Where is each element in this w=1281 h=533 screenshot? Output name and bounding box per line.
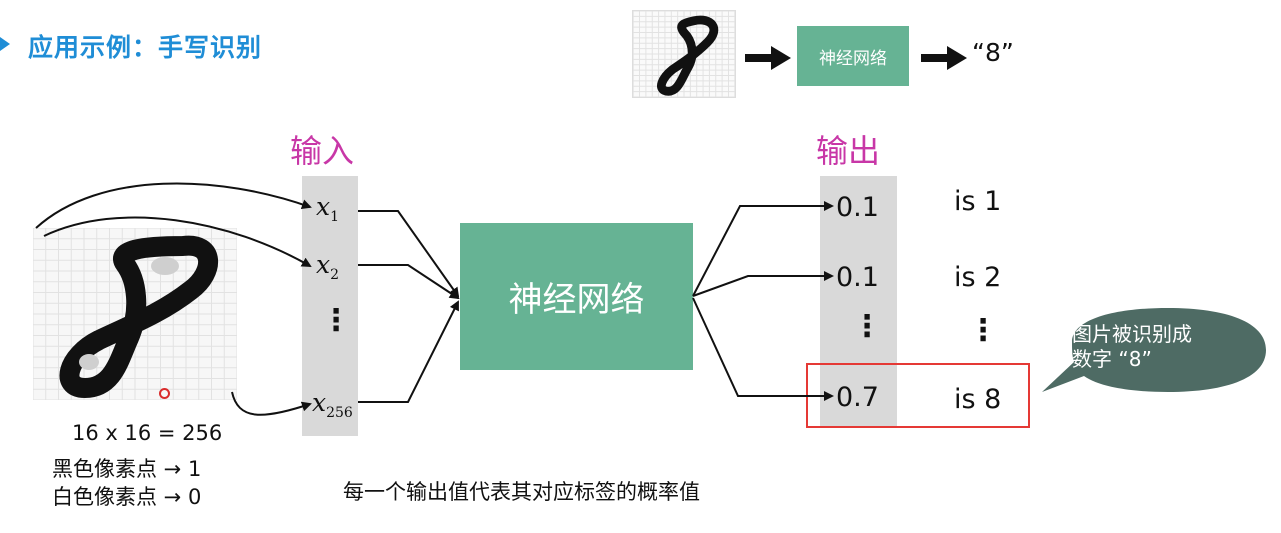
title-marker-icon (0, 37, 10, 51)
output-label-8: is 8 (954, 384, 1002, 415)
callout-text: 图片被识别成 数字 “8” (1072, 322, 1252, 372)
output-prob-8: 0.7 (836, 382, 879, 413)
output-label-1: is 1 (954, 186, 1002, 217)
input-variable-x1: x1 (316, 192, 340, 225)
white-pixel-rule: 白色像素点 → 0 (52, 485, 202, 509)
callout-line-1: 图片被识别成 (1072, 322, 1192, 346)
small-digit-image (632, 10, 736, 98)
arrow-right-icon (921, 46, 967, 70)
arrow-right-icon (745, 46, 791, 70)
input-variable-x2: x2 (316, 250, 340, 283)
small-neural-network-box: 神经网络 (797, 26, 909, 86)
input-heading: 输入 (290, 132, 355, 170)
input-ellipsis: ⋮ (321, 303, 351, 338)
output-prob-2: 0.1 (836, 262, 879, 293)
output-prob-ellipsis: ⋮ (852, 309, 882, 344)
output-heading: 输出 (816, 132, 881, 170)
output-label-ellipsis: ⋮ (968, 313, 998, 348)
highlight-box (806, 363, 1030, 428)
cursor-marker-icon (159, 388, 170, 399)
black-pixel-rule: 黑色像素点 → 1 (52, 457, 202, 481)
input-variable-x256: x256 (312, 388, 353, 421)
callout-line-2: 数字 “8” (1072, 347, 1152, 371)
neural-network-box: 神经网络 (460, 223, 693, 370)
output-note: 每一个输出值代表其对应标签的概率值 (343, 480, 700, 504)
output-vector-bar (820, 176, 897, 428)
output-label-2: is 2 (954, 262, 1002, 293)
top-output-label: “8” (972, 38, 1014, 67)
output-prob-1: 0.1 (836, 192, 879, 223)
input-vector-bar (302, 176, 358, 436)
pixel-count-text: 16 x 16 = 256 (72, 421, 223, 445)
callout-bubble (1042, 308, 1266, 392)
page-title: 应用示例：手写识别 (28, 33, 263, 62)
handwritten-digit-image (33, 228, 237, 400)
